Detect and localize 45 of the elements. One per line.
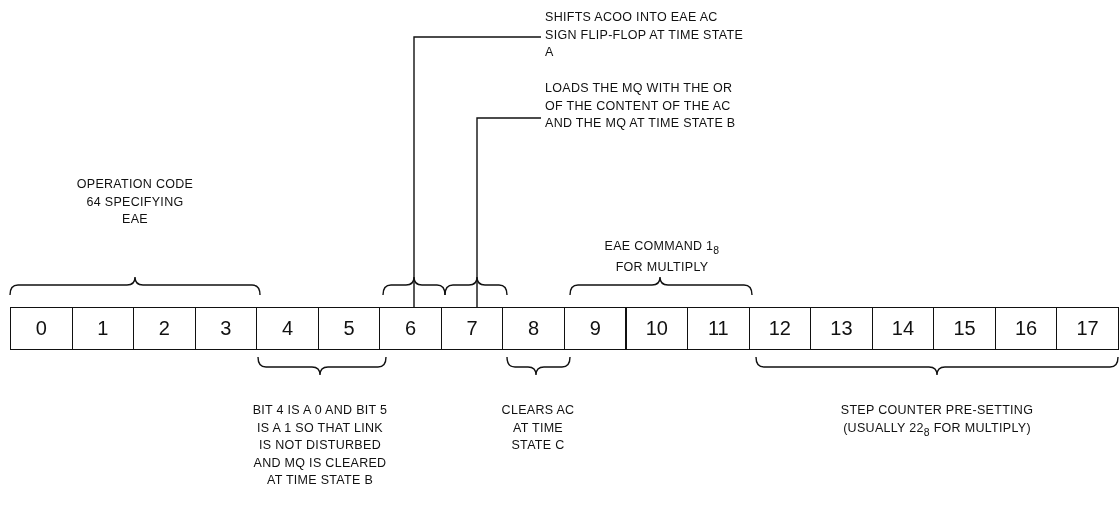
bit-number: 7 [466,317,478,340]
bit-cell [133,307,196,350]
bit-number: 8 [528,317,540,340]
leader-line [476,117,542,308]
bit-cell [194,307,258,350]
bit-cell [810,307,873,350]
bit-cell [1056,307,1119,350]
bit-cell [440,307,504,350]
bit-number: 15 [953,317,976,340]
annotation-label: EAE COMMAND 1$_{8}$ FOR MULTIPLY [603,238,721,276]
annotation-text: LOADS THE MQ WITH THE OR OF THE CONTENT OF THE AC AND THE MQ AT TIME STATE B [545,81,736,130]
bit-number: 1 [97,317,109,340]
bit-number: 13 [830,317,853,340]
bit-number: 9 [589,317,601,340]
annotation-label: OPERATION CODE 64 SPECIFYING EAE [75,176,195,228]
bit-number: 0 [35,317,47,340]
bit-number: 12 [768,317,791,340]
bit-cell [625,307,689,350]
bit-number: 16 [1014,317,1038,340]
bit-cell [687,307,750,350]
bit-number: 10 [645,317,668,340]
bit-cell [10,307,73,350]
bit-number: 11 [707,317,729,340]
annotation-text: SHIFTS ACOO INTO EAE AC SIGN FLIP-FLOP AT TIME STATE A [545,10,744,59]
annotation-label: BIT 4 IS A 0 AND BIT 5 IS A 1 SO THAT LINK IS NOT DISTURBED AND MQ IS CLEARED AT TIME STATE B [251,402,389,489]
bit-number: 5 [343,317,355,340]
bit-cell [563,307,627,350]
bit-cell [71,307,135,350]
annotation-label: CLEARS AC AT TIME STATE C [500,402,576,454]
bit-number: 2 [158,317,170,340]
bit-cell [871,307,935,350]
bit-number: 17 [1076,317,1099,340]
bit-cell [317,307,381,350]
leader-line [413,36,542,308]
bit-cell [748,307,812,350]
bit-number: 6 [405,317,417,340]
bit-cell [994,307,1058,350]
annotation-label: STEP COUNTER PRE-SETTING (USUALLY 22$_{8}$ FOR MULTIPLY) [839,402,1035,439]
bit-number: 4 [281,317,293,340]
bit-cell [379,307,442,350]
bit-number: 3 [220,317,232,340]
bit-cell [933,307,996,350]
bit-cell [502,307,565,350]
bit-number: 14 [891,317,915,340]
bit-cell [256,307,319,350]
